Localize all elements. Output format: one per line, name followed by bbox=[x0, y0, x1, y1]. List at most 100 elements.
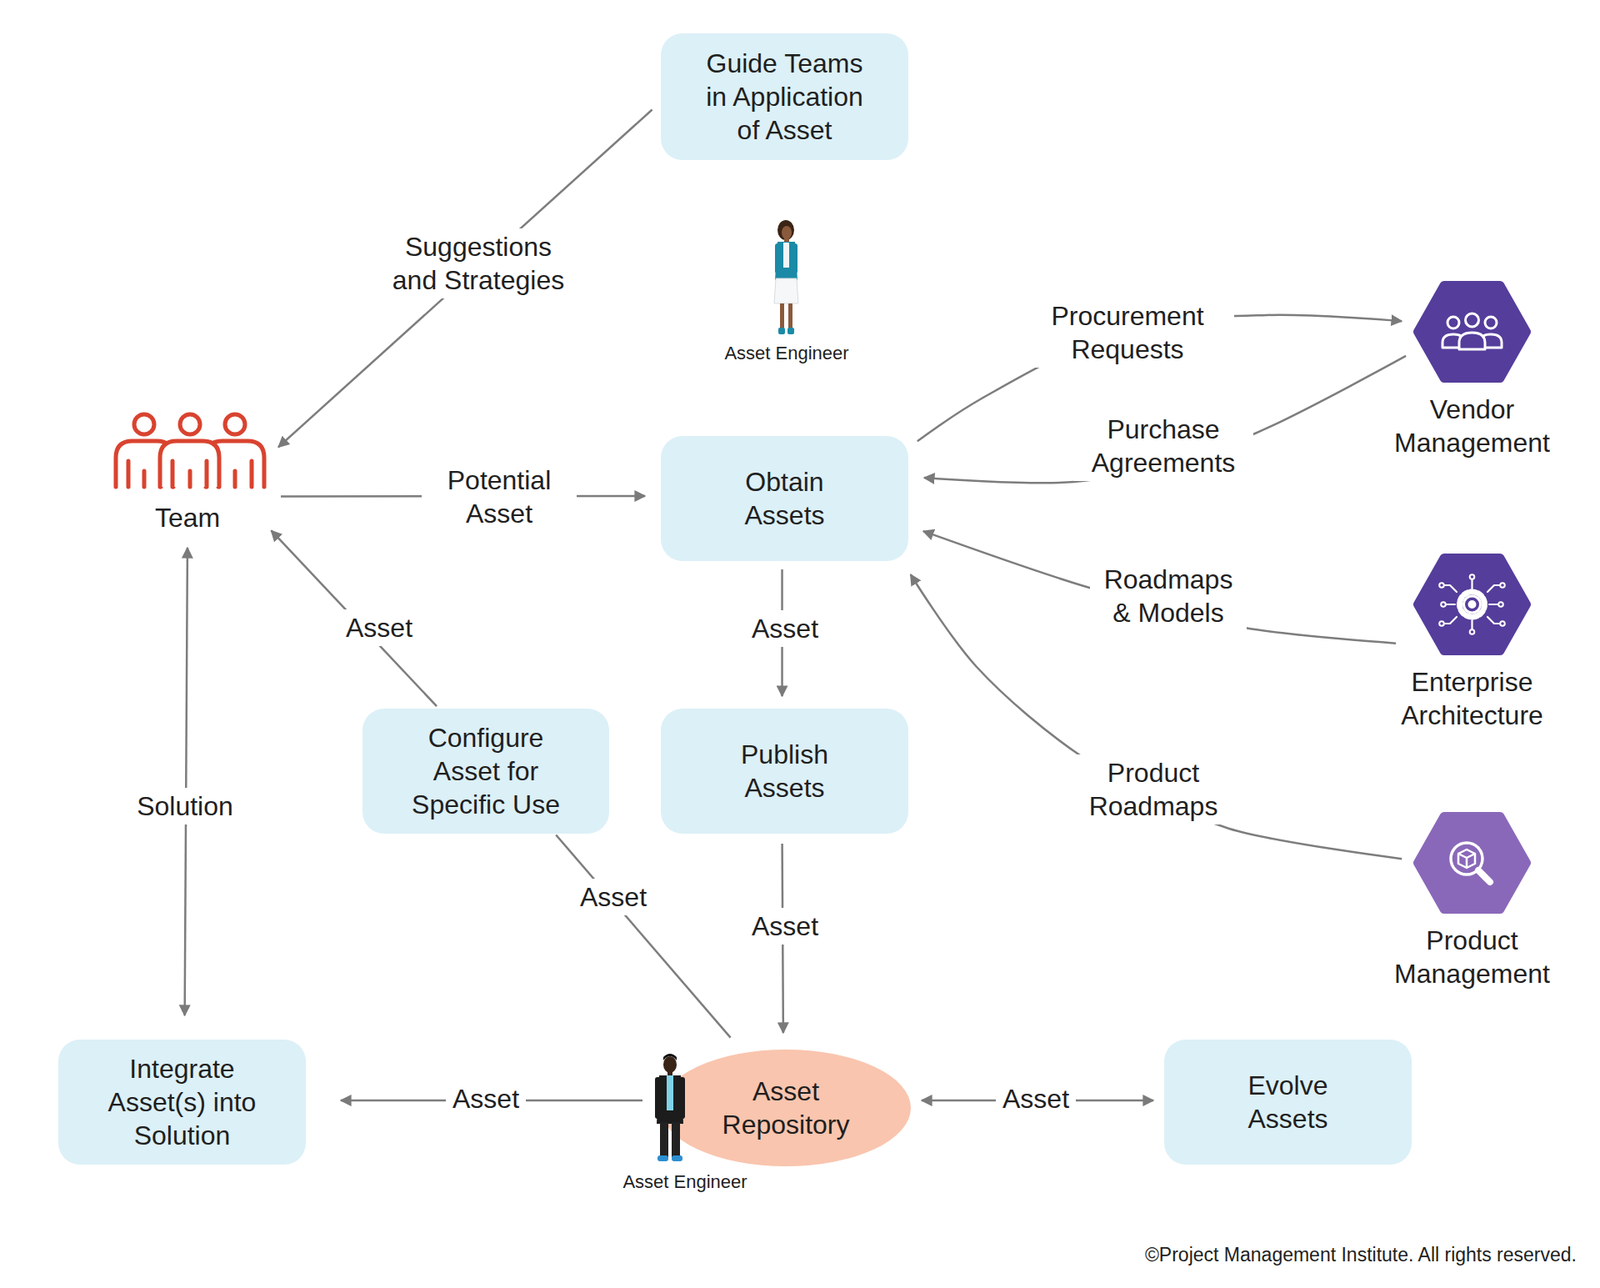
magnifier-handle bbox=[1478, 870, 1490, 882]
figure-shirt bbox=[783, 242, 790, 268]
team-stripe bbox=[126, 460, 131, 487]
person-head bbox=[1465, 313, 1480, 327]
circuit-line bbox=[1487, 585, 1500, 592]
circuit-node bbox=[1440, 601, 1446, 607]
team-actor: Team bbox=[108, 404, 267, 538]
figure-face bbox=[781, 225, 792, 240]
node-caption: Team bbox=[108, 500, 267, 535]
circuit-line bbox=[1487, 616, 1500, 624]
figure-shirt bbox=[666, 1075, 674, 1110]
node-text: Enterprise Architecture bbox=[1355, 665, 1590, 732]
gear-hub bbox=[1469, 601, 1475, 608]
connector-arrow bbox=[924, 355, 1406, 483]
team-icon bbox=[115, 414, 265, 487]
node-text: Evolve Assets bbox=[1221, 1068, 1355, 1135]
team-stripe bbox=[250, 460, 255, 487]
circuit-node bbox=[1439, 620, 1445, 626]
hexagon-shape bbox=[1413, 811, 1531, 914]
person-head bbox=[1447, 316, 1460, 329]
process-box: Guide Teams in Application of Asset bbox=[660, 33, 909, 160]
connector-arrow bbox=[923, 530, 1396, 644]
hexagon-node: Vendor Management bbox=[1413, 280, 1531, 383]
product-cube bbox=[1458, 849, 1475, 868]
team-body bbox=[160, 440, 220, 487]
hexagon-outline bbox=[1417, 557, 1527, 651]
connector-arrow bbox=[555, 835, 730, 1038]
node-caption: Product Management bbox=[1355, 923, 1590, 990]
circuit-node bbox=[1498, 601, 1504, 607]
figure-hair bbox=[663, 1053, 677, 1060]
repository-ellipse: Asset Repository bbox=[660, 1049, 911, 1166]
node-caption: Enterprise Architecture bbox=[1355, 665, 1590, 732]
figure-shoe bbox=[671, 1155, 683, 1161]
hexagon-outline bbox=[1417, 815, 1527, 910]
figure-jacket bbox=[775, 241, 798, 280]
hexagon-node: Enterprise Architecture bbox=[1413, 553, 1531, 655]
engineer-figure bbox=[655, 1053, 685, 1161]
node-caption: Vendor Management bbox=[1355, 392, 1590, 460]
ellipse-outline bbox=[660, 1049, 911, 1166]
edge-label: Asset bbox=[995, 1080, 1076, 1117]
figure-shoe bbox=[657, 1155, 669, 1161]
circuit-line bbox=[1489, 603, 1499, 605]
team-head bbox=[134, 414, 155, 435]
hexagon-outline bbox=[1417, 285, 1527, 379]
circuit-line bbox=[1470, 579, 1473, 589]
role-caption: Asset Engineer bbox=[724, 342, 849, 365]
team-stripe bbox=[205, 460, 210, 487]
figure-skirt bbox=[774, 278, 799, 304]
process-box: Publish Assets bbox=[660, 708, 909, 834]
gear-teeth bbox=[1460, 591, 1485, 617]
node-text: Product Management bbox=[1355, 923, 1590, 990]
circuit-node bbox=[1470, 629, 1475, 635]
ellipse-shape bbox=[660, 1049, 911, 1166]
figure-face bbox=[663, 1055, 677, 1073]
person-body bbox=[1459, 332, 1485, 350]
figure-leg bbox=[788, 303, 793, 329]
connector-arrow bbox=[270, 530, 437, 706]
process-box: Integrate Asset(s) into Solution bbox=[58, 1039, 306, 1165]
hexagon-icon bbox=[1450, 842, 1490, 882]
figure-jacket bbox=[656, 1075, 684, 1124]
node-text: Configure Asset for Specific Use bbox=[396, 720, 576, 821]
node-text: Asset Repository bbox=[706, 1074, 865, 1141]
figure-leg bbox=[780, 303, 785, 329]
edge-label: Asset bbox=[745, 907, 825, 945]
person-head bbox=[1485, 316, 1497, 329]
node-text: Integrate Asset(s) into Solution bbox=[92, 1051, 272, 1152]
edge-label: Asset bbox=[339, 609, 420, 646]
connector-arrow bbox=[278, 109, 653, 447]
process-box: Configure Asset for Specific Use bbox=[362, 708, 610, 834]
circuit-line bbox=[1445, 603, 1455, 605]
hexagon-shape bbox=[1413, 553, 1531, 655]
edge-label: Solution bbox=[130, 787, 240, 825]
circuit-node bbox=[1439, 582, 1445, 588]
node-text: Vendor Management bbox=[1355, 392, 1590, 460]
edge-label: Potential Asset bbox=[421, 461, 577, 532]
process-box: Evolve Assets bbox=[1164, 1039, 1412, 1165]
figure-shoe bbox=[778, 327, 785, 335]
edge-label: Asset bbox=[573, 878, 654, 915]
team-stripe bbox=[170, 460, 175, 487]
figure-shoe bbox=[787, 327, 795, 335]
engineer-figure bbox=[774, 220, 799, 335]
team-head bbox=[180, 414, 200, 435]
circuit-line bbox=[1444, 616, 1457, 624]
hexagon-icon bbox=[1442, 313, 1502, 350]
role-caption: Asset Engineer bbox=[622, 1170, 747, 1193]
team-stripe bbox=[233, 470, 238, 487]
circuit-node bbox=[1500, 620, 1505, 626]
figure-leg bbox=[671, 1121, 680, 1157]
circuit-line bbox=[1444, 585, 1457, 592]
team-stripe bbox=[188, 470, 193, 487]
edge-label: Purchase Agreements bbox=[1073, 410, 1254, 481]
team-shape bbox=[110, 405, 270, 490]
figure-leg bbox=[660, 1121, 669, 1157]
node-text: Guide Teams in Application of Asset bbox=[695, 46, 875, 147]
figure-hair bbox=[777, 220, 795, 240]
edge-label: Suggestions and Strategies bbox=[378, 228, 580, 299]
node-text: Team bbox=[155, 500, 220, 535]
hexagon-icon bbox=[1439, 574, 1505, 635]
